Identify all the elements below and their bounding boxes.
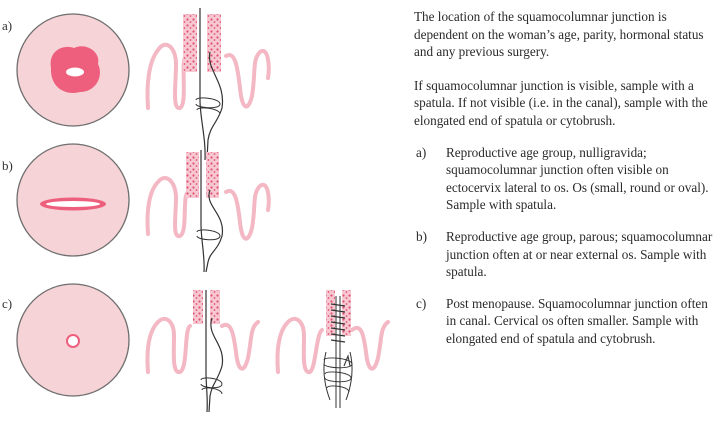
cervix-front-view-c xyxy=(16,283,130,397)
cytobrush-side-view xyxy=(323,290,353,408)
list-item-a: a) Reproductive age group, nulligravida;… xyxy=(414,144,719,214)
epithelium-wave-c xyxy=(145,316,390,374)
epithelium-wave-a xyxy=(145,42,271,110)
list-item-b: b) Reproductive age group, parous; squam… xyxy=(414,228,719,281)
cervix-front-view-a xyxy=(16,13,130,127)
list-item-c: c) Post menopause. Squamocolumnar juncti… xyxy=(414,295,719,348)
list-marker-b: b) xyxy=(416,228,427,244)
list-text-a: Reproductive age group, nulligravida; sq… xyxy=(446,144,709,213)
list-text-b: Reproductive age group, parous; squamoco… xyxy=(446,228,713,280)
figure-label-c: c) xyxy=(2,296,13,311)
list-text-c: Post menopause. Squamocolumnar junction … xyxy=(446,295,708,346)
spatula-side-view-c xyxy=(193,290,224,413)
cervix-illustration xyxy=(16,8,390,413)
spatula-side-view-b xyxy=(186,150,223,273)
figure-label-b: b) xyxy=(2,158,13,173)
list-marker-a: a) xyxy=(416,144,427,160)
intro-paragraph: The location of the squamocolumnar junct… xyxy=(414,9,704,60)
epithelium-wave-b xyxy=(145,176,271,241)
cervix-front-view-b xyxy=(16,143,130,257)
sampling-paragraph: If squamocolumnar junction is visible, s… xyxy=(414,77,708,128)
explanation-text: The location of the squamocolumnar junct… xyxy=(414,8,719,362)
figure-label-a: a) xyxy=(2,18,13,33)
list-marker-c: c) xyxy=(416,295,427,311)
spatula-side-view-a xyxy=(183,8,224,161)
